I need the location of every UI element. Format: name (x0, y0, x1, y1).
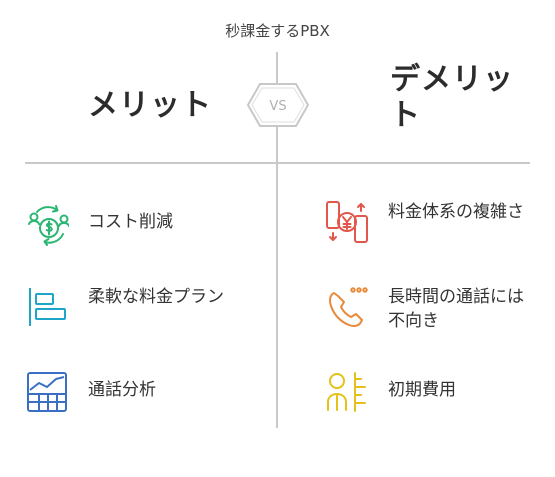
demerit-item-label: 料金体系の複雑さ (388, 202, 524, 222)
demerit-item-label: 長時間の通話には不向き (388, 287, 524, 331)
merit-item-label: コスト削減 (88, 212, 173, 232)
demerit-heading: デメリット (390, 62, 514, 133)
vertical-divider-bottom (276, 126, 278, 428)
horizontal-divider (25, 162, 530, 164)
money-cycle-icon (28, 205, 69, 246)
yen-exchange-icon (326, 201, 368, 243)
person-ruler-icon (327, 372, 366, 412)
vs-badge: VS (246, 83, 310, 127)
phone-ringing-icon (329, 287, 368, 327)
demerit-item-label: 初期費用 (388, 380, 456, 400)
align-bars-icon (29, 288, 66, 326)
vs-label: VS (269, 99, 286, 114)
merit-item-label: 柔軟な料金プラン (88, 287, 224, 307)
merit-heading: メリット (88, 88, 212, 123)
diagram-title: 秒課金するPBX (225, 22, 330, 40)
chart-grid-icon (27, 372, 67, 412)
merit-item-label: 通話分析 (88, 380, 156, 400)
vertical-divider-top (276, 52, 278, 84)
